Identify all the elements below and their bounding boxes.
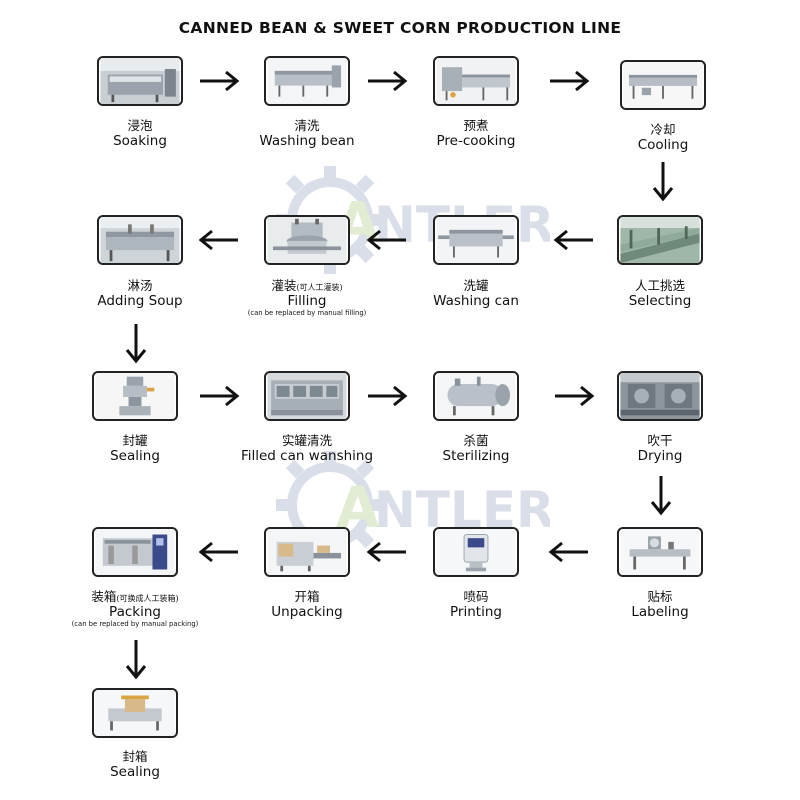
labeling-machine-image [617,527,703,577]
arrow-left-icon [548,541,588,563]
step-7-note: (can be replaced by manual filling) [247,309,367,317]
step-13-label: Labeling [631,604,689,620]
arrow-left-icon [366,229,406,251]
arrow-right-icon [368,385,408,407]
packing-machine-image [92,527,178,577]
step-5-cn-label: 人工挑选 [634,278,685,293]
arrow-right-icon [555,385,595,407]
step-3-cn-label: 预煮 [463,118,489,133]
step-10-label: Filled can wanshing [240,448,374,464]
drying-machine-image [617,371,703,421]
step-6-label: Washing can [433,293,519,309]
step-10-cn-label: 实罐清洗 [281,433,332,448]
step-16-label: Packing [109,604,161,620]
page-title: CANNED BEAN & SWEET CORN PRODUCTION LINE [178,19,622,37]
step-7-cn-note: (可人工灌装) [296,283,343,292]
selecting-line-image [617,215,703,265]
washing-bean-machine-image [264,56,350,106]
step-16-cn-text: 装箱 [91,589,117,604]
arrow-left-icon [198,229,238,251]
cooling-machine-image [620,60,706,110]
step-15-label: Unpacking [271,604,343,620]
step-2-cn-label: 清洗 [294,118,320,133]
step-14-cn-label: 喷码 [463,589,489,604]
step-8-cn-label: 淋汤 [127,278,153,293]
filling-machine-image [264,215,350,265]
carton-sealing-machine-image [92,688,178,738]
step-7-cn-label: 灌装(可人工灌装) [207,275,407,294]
step-16-note: (can be replaced by manual packing) [71,620,199,628]
unpacking-machine-image [264,527,350,577]
arrow-left-icon [553,229,593,251]
step-16-cn-label: 装箱(可换成人工装箱) [35,586,235,605]
step-1-label: Soaking [113,133,167,149]
sterilizing-machine-image [433,371,519,421]
step-6-cn-label: 洗罐 [463,278,489,293]
arrow-down-icon [650,476,672,516]
arrow-right-icon [550,70,590,92]
arrow-down-icon [125,324,147,364]
step-3-label: Pre-cooking [436,133,516,149]
step-4-cn-label: 冷却 [650,122,676,137]
step-17-label: Sealing [110,764,160,780]
arrow-right-icon [368,70,408,92]
step-4-label: Cooling [637,137,689,153]
step-11-cn-label: 杀菌 [463,433,489,448]
step-17-cn-label: 封箱 [122,749,148,764]
step-9-label: Sealing [110,448,160,464]
step-13-cn-label: 贴标 [647,589,673,604]
arrow-left-icon [366,541,406,563]
step-9-cn-label: 封罐 [122,433,148,448]
step-16-cn-note: (可换成人工装箱) [116,594,179,603]
step-2-label: Washing bean [259,133,355,149]
adding-soup-machine-image [97,215,183,265]
step-12-label: Drying [637,448,683,464]
arrow-right-icon [200,70,240,92]
printing-machine-image [433,527,519,577]
arrow-left-icon [198,541,238,563]
arrow-down-icon [652,162,674,202]
arrow-right-icon [200,385,240,407]
step-15-cn-label: 开箱 [294,589,320,604]
soaking-machine-image [97,56,183,106]
step-14-label: Printing [450,604,502,620]
step-5-label: Selecting [628,293,692,309]
step-7-label: Filling [287,293,327,309]
step-8-label: Adding Soup [97,293,183,309]
step-11-label: Sterilizing [442,448,510,464]
step-12-cn-label: 吹干 [647,433,673,448]
sealing-machine-image [92,371,178,421]
pre-cooking-machine-image [433,56,519,106]
step-1-cn-label: 浸泡 [127,118,153,133]
step-7-cn-text: 灌装 [271,278,297,293]
filled-can-washing-machine-image [264,371,350,421]
arrow-down-icon [125,640,147,680]
washing-can-machine-image [433,215,519,265]
